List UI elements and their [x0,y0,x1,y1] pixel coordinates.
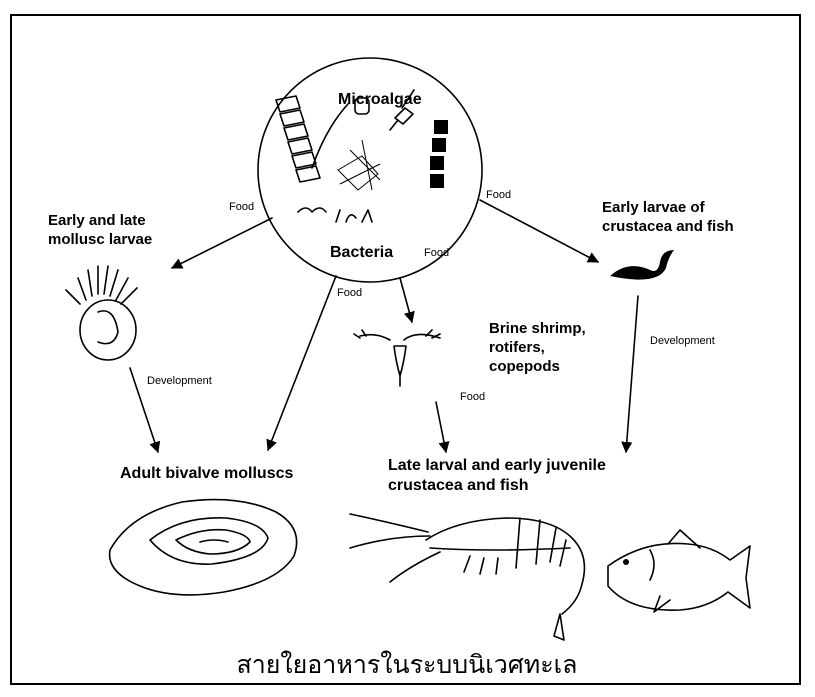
bacteria-spirals-icon [336,210,372,222]
arrow-to-crustacea-larvae [480,200,598,262]
arrow-to-late-larval [436,402,446,452]
filament-icon [312,104,348,168]
svg-text:Late larval and early juvenile: Late larval and early juvenile [388,457,606,474]
node-crustacea-larvae: Early larvae of crustacea and fish [602,199,734,235]
edge-label-development-1: Development [147,375,212,387]
colony-icon [338,140,380,190]
mollusc-larva-icon [66,266,137,360]
node-mollusc-larvae: Early and late mollusc larvae [48,212,152,248]
node-late-larval: Late larval and early juvenile crustacea… [388,457,606,494]
node-bacteria: Bacteria [330,244,393,261]
edge-label-food-5: Food [460,391,485,403]
shrimp-icon [350,514,584,640]
svg-text:Brine shrimp,: Brine shrimp, [489,320,586,337]
edge-label-development-2: Development [650,335,715,347]
svg-text:rotifers,: rotifers, [489,339,545,356]
node-adult-bivalves: Adult bivalve molluscs [120,465,293,482]
arrow-development-juveniles [626,296,638,452]
edge-label-food-4: Food [337,287,362,299]
node-brine-shrimp: Brine shrimp, rotifers, copepods [489,320,586,375]
edge-label-food-1: Food [229,201,254,213]
svg-text:Early larvae of: Early larvae of [602,199,706,216]
svg-text:copepods: copepods [489,358,560,375]
edge-label-food-3: Food [424,247,449,259]
arrow-to-mollusc-larvae [172,218,272,268]
arrow-to-brine-shrimp [400,278,412,322]
svg-text:crustacea and fish: crustacea and fish [602,218,734,235]
svg-text:crustacea and fish: crustacea and fish [388,477,529,494]
brine-shrimp-icon [354,330,440,386]
svg-text:Early and late: Early and late [48,212,146,229]
fish-icon [608,530,750,612]
diatom-chain-icon [276,96,320,182]
chain-cells-icon [430,120,448,188]
node-microalgae: Microalgae [338,91,422,108]
oyster-icon [110,500,297,595]
caption: สายใยอาหารในระบบนิเวศทะเล [236,650,577,679]
svg-text:mollusc larvae: mollusc larvae [48,231,152,248]
bacteria-rods-icon [298,208,326,212]
edge-label-food-2: Food [486,189,511,201]
crustacea-larva-icon [610,250,674,280]
arrow-to-adult-bivalves [268,276,336,450]
